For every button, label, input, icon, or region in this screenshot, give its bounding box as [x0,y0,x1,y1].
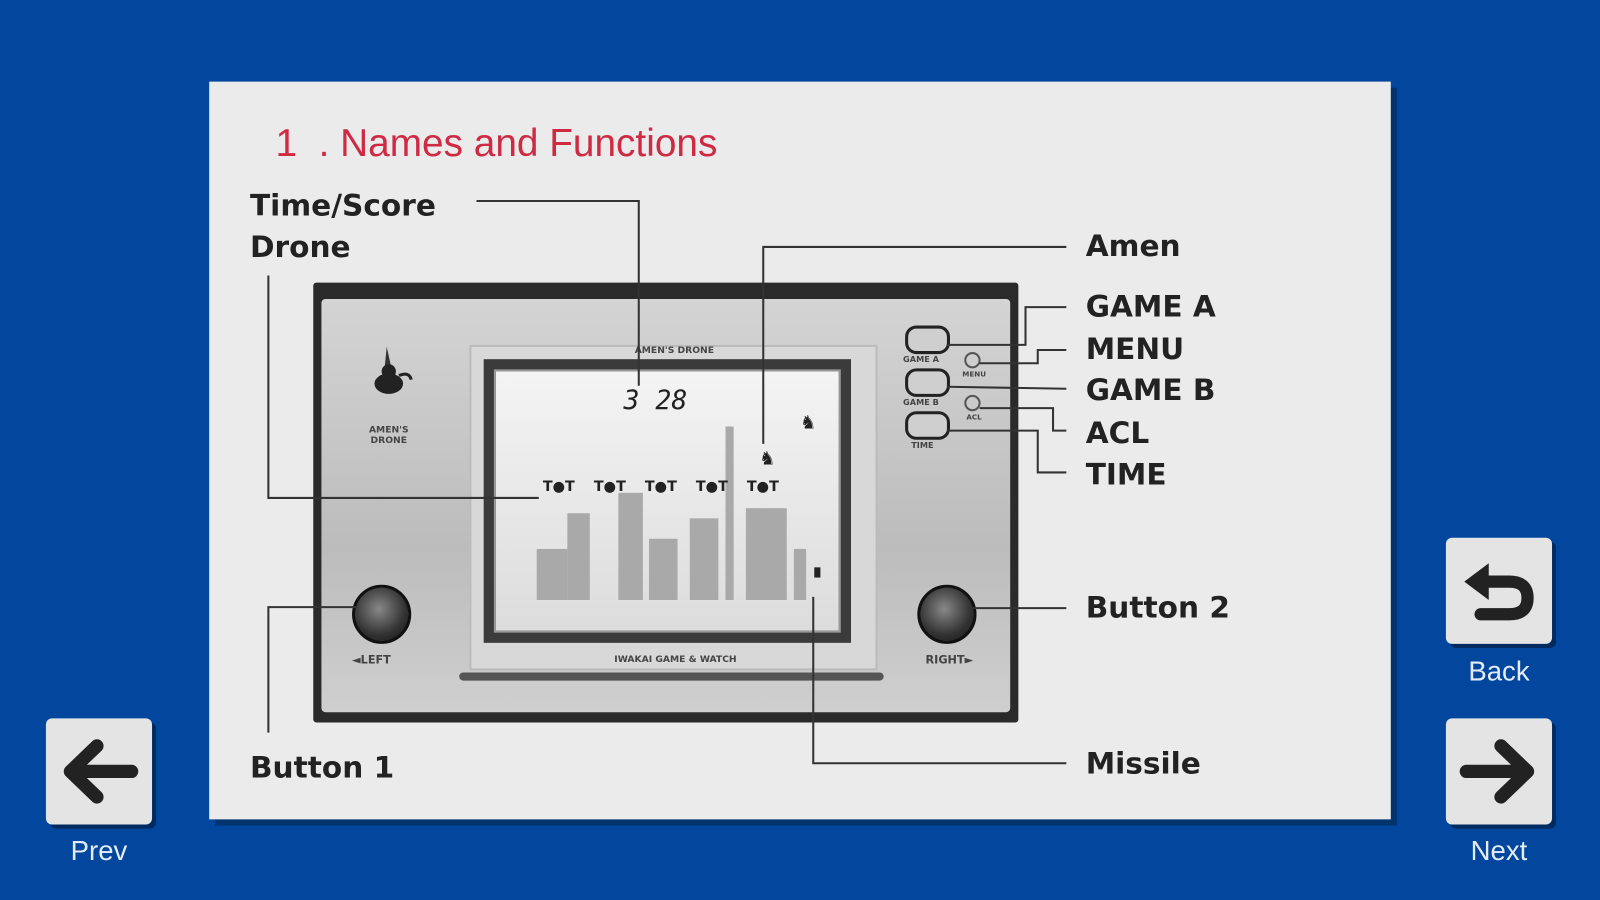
screen-bottom-bar [459,672,884,681]
screen-title: AMEN'S DRONE [634,345,714,357]
label-drone: Drone [249,229,351,265]
left-button-label: ◄LEFT [352,653,391,667]
menu-button-label: MENU [962,370,987,379]
game-a-button[interactable] [905,325,950,355]
menu-button[interactable] [964,352,981,369]
score-display: 3 28 [623,385,688,417]
label-time-score: Time/Score [249,187,436,223]
drone-sprite: T●T [593,478,626,495]
back-button[interactable] [1445,537,1553,644]
lcd-screen: 3 28 T●T T●T T●T T●T T●T [493,369,841,633]
drone-sprite: T●T [542,478,575,495]
undo-icon [1464,563,1534,621]
page-title: 1 . Names and Functions [275,122,718,166]
arrow-right-icon [1459,739,1535,804]
screen-bezel: AMEN'S DRONE 3 28 T●T T●T T● [469,344,878,671]
label-game-a: GAME A [1085,288,1216,324]
drone-sprite: T●T [746,478,779,495]
game-b-button[interactable] [905,368,950,397]
label-menu: MENU [1085,331,1185,367]
label-button-1: Button 1 [249,749,395,785]
acl-button[interactable] [964,394,981,412]
time-button-label: TIME [911,440,934,450]
acl-button-label: ACL [966,413,982,422]
right-button-label: RIGHT► [925,653,974,667]
label-acl: ACL [1085,415,1150,450]
amen-logo-icon [364,345,415,406]
arrow-left-icon [63,739,139,804]
device-body: AMEN'S DRONE AMEN'S DRONE 3 28 T●T [321,298,1011,713]
label-game-b: GAME B [1085,372,1216,408]
label-amen: Amen [1085,228,1181,264]
label-button-2: Button 2 [1085,589,1230,625]
time-button[interactable] [905,411,950,440]
device-logo-text: AMEN'S DRONE [368,425,409,446]
label-missile: Missile [1085,745,1201,781]
next-label[interactable]: Next [1470,835,1528,867]
back-label[interactable]: Back [1468,656,1530,687]
amen-sprite: ♞ [799,412,817,434]
game-a-button-label: GAME A [903,355,939,365]
left-button[interactable] [352,584,412,644]
amen-sprite: ♞ [759,447,776,470]
missile-sprite [814,567,821,578]
next-button[interactable] [1445,718,1553,825]
device-brand: IWAKAI GAME & WATCH [614,655,737,666]
prev-label[interactable]: Prev [70,835,128,867]
game-b-button-label: GAME B [903,397,939,408]
drone-sprite: T●T [644,478,677,495]
drone-sprite: T●T [695,478,728,495]
game-device-illustration: AMEN'S DRONE AMEN'S DRONE 3 28 T●T [313,282,1019,723]
screen-frame: 3 28 T●T T●T T●T T●T T●T [483,359,852,643]
right-button[interactable] [917,584,977,644]
label-time: TIME [1085,457,1167,492]
prev-button[interactable] [45,718,153,825]
